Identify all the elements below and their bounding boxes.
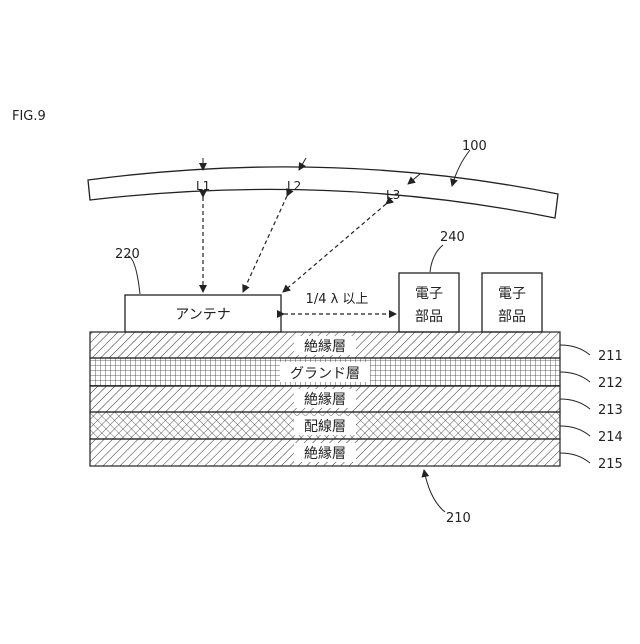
layer-212-label: グランド層 — [290, 366, 360, 382]
component-2-line2: 部品 — [498, 309, 526, 325]
numeral-215: 215 — [598, 457, 623, 472]
distance-label: 1/4 λ 以上 — [306, 292, 369, 307]
leader-212 — [560, 372, 590, 382]
path-label-l2: L2 — [287, 179, 301, 193]
antenna-label: アンテナ — [175, 307, 230, 323]
numeral-100: 100 — [462, 139, 487, 154]
component-1-line2: 部品 — [415, 309, 443, 325]
leader-240 — [430, 245, 443, 272]
leader-213 — [560, 399, 590, 409]
layer-213-label: 絶縁層 — [304, 392, 346, 408]
numeral-213: 213 — [598, 403, 623, 418]
leader-210 — [424, 470, 445, 512]
layer-211-label: 絶縁層 — [304, 339, 346, 355]
leader-215 — [560, 453, 590, 463]
leader-214 — [560, 426, 590, 436]
layer-215-label: 絶縁層 — [304, 446, 346, 462]
numeral-212: 212 — [598, 376, 623, 391]
numeral-214: 214 — [598, 430, 623, 445]
path-label-l3: L3 — [386, 188, 400, 202]
numeral-240: 240 — [440, 230, 465, 245]
component-2-line1: 電子 — [498, 286, 526, 302]
numeral-220: 220 — [115, 247, 140, 262]
numeral-210: 210 — [446, 511, 471, 526]
layer-214-label: 配線層 — [304, 419, 346, 435]
leader-211 — [560, 345, 590, 355]
component-1-line1: 電子 — [415, 286, 443, 302]
path-label-l1: L1 — [196, 179, 210, 193]
housing-panel — [88, 167, 558, 218]
numeral-211: 211 — [598, 349, 623, 364]
path-l3-arrow — [283, 204, 386, 292]
path-l2-arrow — [243, 196, 287, 292]
figure-label: FIG.9 — [12, 109, 46, 124]
